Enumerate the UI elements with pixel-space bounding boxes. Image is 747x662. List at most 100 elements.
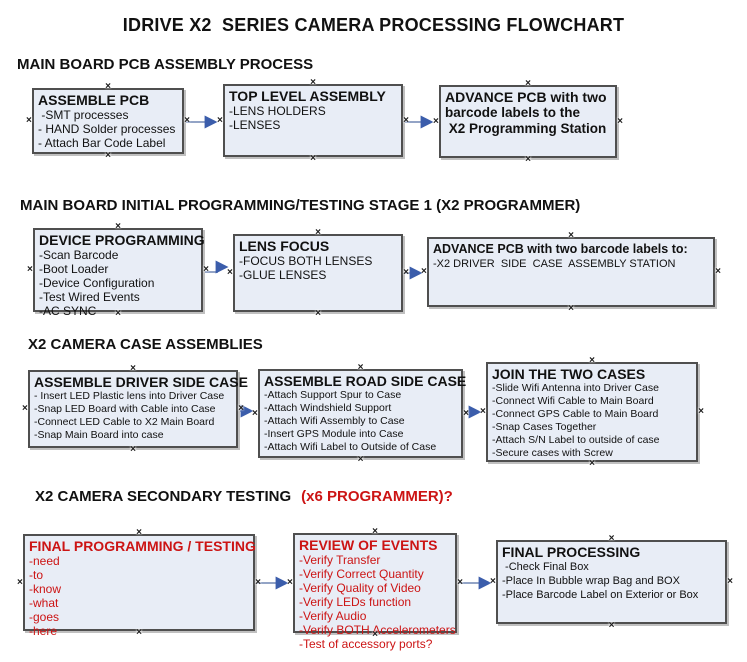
box-title: ASSEMBLE PCB	[38, 92, 150, 108]
box-line: -to	[29, 568, 44, 582]
connection-handle-icon: ×	[568, 230, 574, 241]
connection-handle-icon: ×	[310, 77, 316, 88]
box-line: -Verify Correct Quantity	[299, 567, 424, 581]
connection-handle-icon: ×	[17, 576, 23, 588]
box-lines: - Insert LED Plastic lens into Driver Ca…	[34, 390, 232, 442]
connection-handle-icon: ×	[490, 576, 496, 587]
box-lines: -need-to-know-what-goes-here	[29, 554, 249, 638]
connection-handle-icon: ×	[315, 227, 321, 238]
connection-handle-icon: ×	[608, 620, 615, 631]
connection-handle-icon: ×	[372, 629, 378, 640]
box-top-level-assembly[interactable]: TOP LEVEL ASSEMBLY -LENS HOLDERS-LENSES …	[217, 78, 409, 164]
box-final-programming-testing[interactable]: FINAL PROGRAMMING / TESTING -need-to-kno…	[17, 528, 261, 639]
box-lines: -X2 DRIVER SIDE CASE ASSEMBLY STATION	[433, 257, 709, 271]
section-heading-secondary-testing: X2 CAMERA SECONDARY TESTING(x6 PROGRAMME…	[35, 488, 453, 505]
box-device-programming[interactable]: DEVICE PROGRAMMING -Scan Barcode-Boot Lo…	[27, 222, 209, 319]
connection-handle-icon: ×	[715, 266, 721, 277]
connection-handle-icon: ×	[421, 266, 427, 277]
connection-handle-icon: ×	[403, 114, 409, 126]
box-title: REVIEW OF EVENTS	[299, 537, 438, 553]
box-advance-pcb-driver-side-station[interactable]: ADVANCE PCB with two barcode labels to: …	[421, 231, 721, 314]
box-line: -here	[29, 624, 58, 638]
box-assemble-driver-side-case[interactable]: ASSEMBLE DRIVER SIDE CASE - Insert LED P…	[22, 364, 248, 455]
box-line: -Snap LED Board with Cable into Case	[34, 403, 216, 415]
connection-handle-icon: ×	[617, 115, 623, 127]
box-line: -SMT processes	[38, 108, 129, 122]
box-line: -know	[29, 582, 62, 596]
box-line: -Attach Support Spur to Case	[264, 389, 402, 401]
connection-handle-icon: ×	[698, 406, 704, 417]
box-line: -Test of accessory ports?	[299, 637, 433, 651]
connection-handle-icon: ×	[184, 115, 190, 126]
box-assemble-road-side-case[interactable]: ASSEMBLE ROAD SIDE CASE -Attach Support …	[252, 363, 469, 465]
box-line: -Verify Quality of Video	[299, 581, 421, 595]
box-line: -goes	[29, 610, 60, 624]
connection-handle-icon: ×	[22, 403, 28, 414]
connection-handle-icon: ×	[287, 577, 293, 588]
box-line: X2 Programming Station	[445, 121, 607, 136]
connection-handle-icon: ×	[115, 221, 121, 232]
connection-handle-icon: ×	[480, 406, 486, 417]
connection-handle-icon: ×	[105, 81, 111, 92]
connection-handle-icon: ×	[136, 627, 142, 638]
box-line: - Insert LED Plastic lens into Driver Ca…	[34, 390, 225, 402]
box-line: -Attach Wifi Assembly to Case	[264, 415, 405, 427]
box-title: FINAL PROGRAMMING / TESTING	[29, 538, 256, 554]
connection-handle-icon: ×	[203, 264, 209, 275]
connection-handle-icon: ×	[589, 355, 595, 366]
connection-handle-icon: ×	[433, 115, 439, 127]
connection-handle-icon: ×	[727, 576, 733, 587]
box-review-of-events[interactable]: REVIEW OF EVENTS -Verify Transfer-Verify…	[287, 527, 463, 652]
box-line: -Insert GPS Module into Case	[264, 428, 404, 440]
section-heading-case-assemblies: X2 CAMERA CASE ASSEMBLIES	[28, 336, 263, 353]
box-lines: -FOCUS BOTH LENSES-GLUE LENSES	[239, 254, 397, 282]
connection-handle-icon: ×	[252, 407, 258, 419]
box-title: JOIN THE TWO CASES	[492, 366, 646, 382]
box-lines: -SMT processes- HAND Solder processes- A…	[38, 108, 178, 150]
box-line: -Place Barcode Label on Exterior or Box	[502, 589, 699, 601]
box-title: DEVICE PROGRAMMING	[39, 232, 205, 248]
page-title: IDRIVE X2 SERIES CAMERA PROCESSING FLOWC…	[122, 15, 625, 35]
box-title: TOP LEVEL ASSEMBLY	[229, 88, 386, 104]
box-lines: barcode labels to the X2 Programming Sta…	[445, 105, 611, 137]
box-line: -Secure cases with Screw	[492, 447, 613, 459]
box-line: -Verify Audio	[299, 609, 367, 623]
box-line: -FOCUS BOTH LENSES	[239, 254, 373, 268]
box-line: -Connect GPS Cable to Main Board	[492, 408, 659, 420]
box-lines: -Scan Barcode-Boot Loader-Device Configu…	[39, 248, 197, 318]
box-join-the-two-cases[interactable]: JOIN THE TWO CASES -Slide Wifi Antenna i…	[480, 356, 704, 469]
box-lens-focus[interactable]: LENS FOCUS -FOCUS BOTH LENSES-GLUE LENSE…	[227, 228, 409, 319]
connection-handle-icon: ×	[227, 267, 233, 278]
box-final-processing[interactable]: FINAL PROCESSING -Check Final Box-Place …	[490, 534, 733, 631]
box-line: -Test Wired Events	[39, 290, 140, 304]
box-title: ASSEMBLE ROAD SIDE CASE	[264, 373, 467, 389]
connection-handle-icon: ×	[568, 303, 574, 314]
box-assemble-pcb[interactable]: ASSEMBLE PCB -SMT processes- HAND Solder…	[26, 82, 190, 161]
section-heading-pcb-assembly: MAIN BOARD PCB ASSEMBLY PROCESS	[17, 56, 314, 73]
connection-handle-icon: ×	[457, 577, 463, 588]
connection-handle-icon: ×	[27, 264, 33, 275]
box-line: -Attach Windshield Support	[264, 402, 392, 414]
box-line: barcode labels to the	[445, 105, 581, 120]
box-line: -Attach S/N Label to outside of case	[492, 434, 660, 446]
connection-handle-icon: ×	[130, 444, 136, 455]
secondary-testing-label: X2 CAMERA SECONDARY TESTING	[35, 488, 292, 505]
connection-handle-icon: ×	[217, 114, 223, 126]
box-line: -Verify LEDs function	[299, 595, 412, 609]
box-line: -Snap Cases Together	[492, 421, 597, 433]
connection-handle-icon: ×	[238, 403, 244, 414]
connection-handle-icon: ×	[357, 362, 364, 373]
connection-handle-icon: ×	[608, 533, 615, 544]
box-line: -Scan Barcode	[39, 248, 119, 262]
box-advance-pcb-programming-station[interactable]: ADVANCE PCB with two barcode labels to t…	[433, 79, 623, 165]
box-lines: -Slide Wifi Antenna into Driver Case-Con…	[492, 382, 692, 460]
box-line: - Attach Bar Code Label	[38, 136, 166, 150]
connection-handle-icon: ×	[357, 454, 364, 465]
connection-handle-icon: ×	[403, 267, 409, 278]
box-title: ASSEMBLE DRIVER SIDE CASE	[34, 374, 248, 390]
connection-handle-icon: ×	[136, 527, 142, 538]
box-title: FINAL PROCESSING	[502, 544, 641, 560]
connection-handle-icon: ×	[525, 154, 531, 165]
connection-handle-icon: ×	[310, 153, 316, 164]
box-line: -GLUE LENSES	[239, 268, 327, 282]
